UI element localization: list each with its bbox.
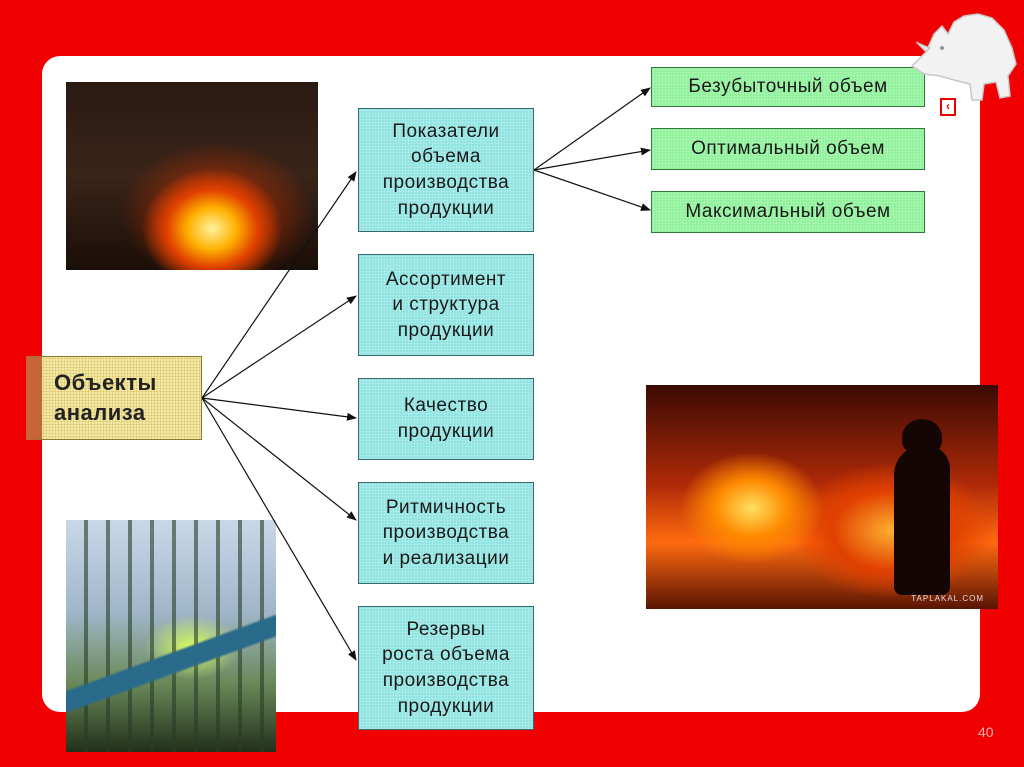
branch-node-quality: Качество продукции: [358, 378, 534, 460]
branch-4-line-1: Ритмичность: [383, 495, 510, 521]
industrial-plant-photo: [66, 520, 276, 752]
branch-2-line-3: продукции: [386, 318, 506, 344]
branch-2-line-1: Ассортимент: [386, 267, 506, 293]
branch-3-line-2: продукции: [398, 419, 495, 445]
branch-1-line-4: продукции: [383, 196, 510, 222]
branch-5-line-1: Резервы: [382, 617, 510, 643]
branch-1-line-1: Показатели: [383, 119, 510, 145]
volume-node-maximum: Максимальный объем: [651, 191, 925, 233]
root-node-analysis-objects: Объекты анализа: [26, 356, 202, 440]
branch-3-line-1: Качество: [398, 393, 495, 419]
steelworker-photo: TAPLAKAL.COM: [646, 385, 998, 609]
branch-5-line-2: роста объема: [382, 642, 510, 668]
branch-2-line-2: и структура: [386, 292, 506, 318]
branch-node-volume-indicators: Показатели объема производства продукции: [358, 108, 534, 232]
root-label-line-2: анализа: [54, 398, 157, 428]
root-label-line-1: Объекты: [54, 368, 157, 398]
page-number: 40: [978, 724, 994, 740]
worker-silhouette-shape: [894, 445, 950, 595]
branch-node-assortment: Ассортимент и структура продукции: [358, 254, 534, 356]
branch-node-growth-reserves: Резервы роста объема производства продук…: [358, 606, 534, 730]
branch-4-line-2: производства: [383, 520, 510, 546]
branch-1-line-2: объема: [383, 144, 510, 170]
volume-node-breakeven: Безубыточный объем: [651, 67, 925, 107]
volume-node-optimal: Оптимальный объем: [651, 128, 925, 170]
back-nav-icon[interactable]: ‹: [940, 98, 956, 116]
foundry-crane-photo: [66, 82, 318, 270]
branch-1-line-3: производства: [383, 170, 510, 196]
branch-node-rhythm: Ритмичность производства и реализации: [358, 482, 534, 584]
branch-4-line-3: и реализации: [383, 546, 510, 572]
branch-5-line-4: продукции: [382, 694, 510, 720]
rhino-logo: [904, 4, 1024, 104]
photo-watermark: TAPLAKAL.COM: [911, 594, 984, 603]
branch-5-line-3: производства: [382, 668, 510, 694]
